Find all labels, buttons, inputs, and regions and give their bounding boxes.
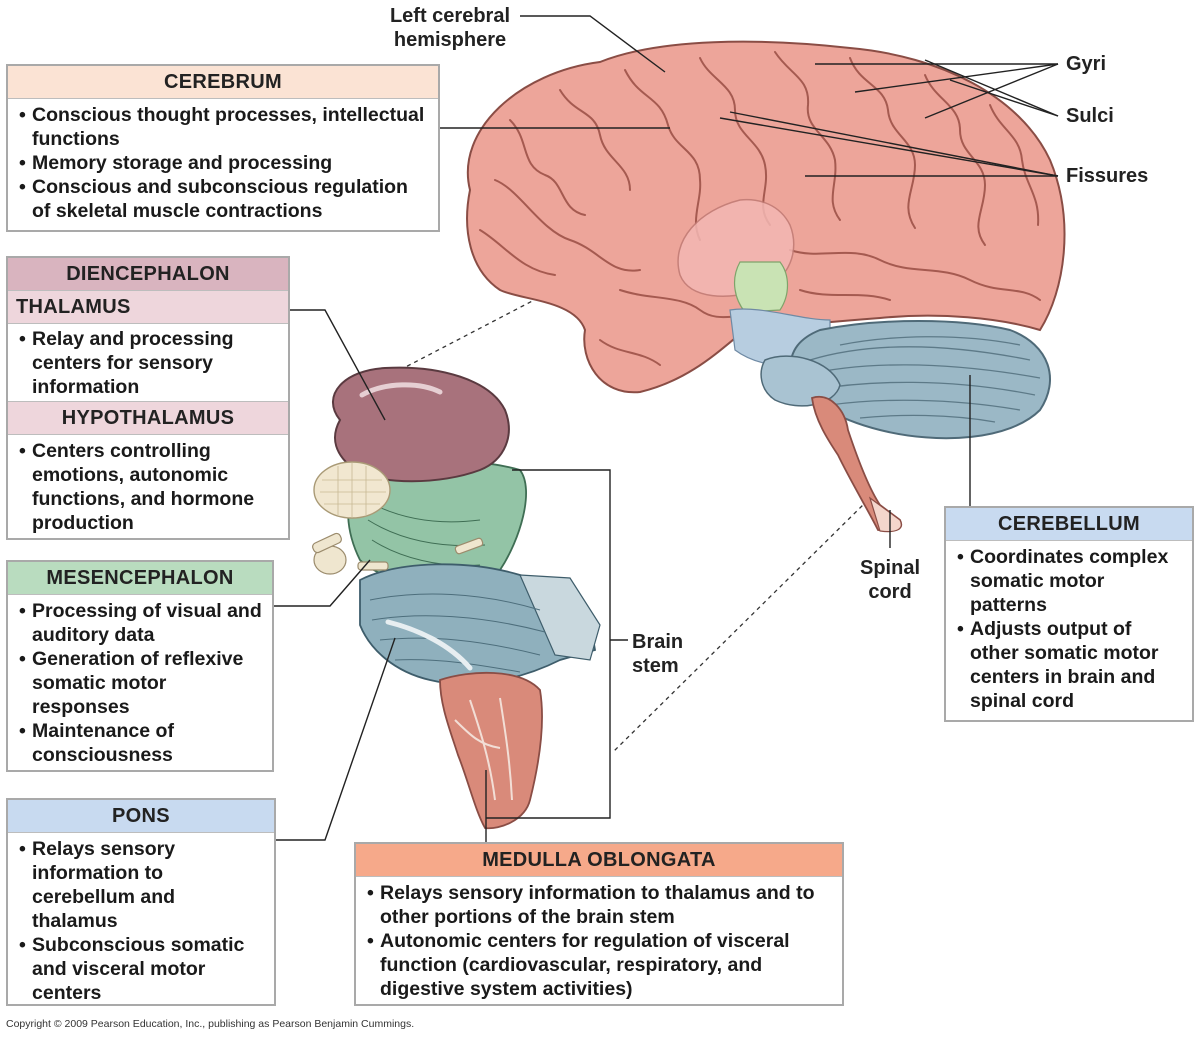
diencephalon-box: DIENCEPHALON THALAMUS Relay and processi…: [6, 256, 290, 540]
list-item: Adjusts output of other somatic motor ce…: [952, 617, 1184, 713]
list-item: Generation of reflexive somatic motor re…: [14, 647, 264, 719]
cerebrum-list: Conscious thought processes, intellectua…: [8, 99, 438, 227]
cerebellum-list: Coordinates complex somatic motor patter…: [946, 541, 1192, 717]
pons-title: PONS: [8, 800, 274, 833]
medulla-list: Relays sensory information to thalamus a…: [356, 877, 842, 1005]
fissures-label: Fissures: [1066, 165, 1149, 187]
list-item: Processing of visual and auditory data: [14, 599, 264, 647]
medulla-oblongata-box: MEDULLA OBLONGATA Relays sensory informa…: [354, 842, 844, 1006]
list-item: Maintenance of consciousness: [14, 719, 264, 767]
gyri-label: Gyri: [1066, 53, 1107, 75]
list-item: Subconscious somatic and visceral motor …: [14, 933, 266, 1005]
spinal-cord-label: Spinal cord: [859, 557, 920, 603]
list-item: Conscious and subconscious regulation of…: [14, 175, 430, 223]
pons-list: Relays sensory information to cerebellum…: [8, 833, 274, 1009]
copyright-text: Copyright © 2009 Pearson Education, Inc.…: [6, 1018, 414, 1030]
list-item: Conscious thought processes, intellectua…: [14, 103, 430, 151]
list-item: Coordinates complex somatic motor patter…: [952, 545, 1184, 617]
mesencephalon-box: MESENCEPHALON Processing of visual and a…: [6, 560, 274, 772]
cerebrum-box: CEREBRUM Conscious thought processes, in…: [6, 64, 440, 232]
left-cerebral-hemisphere-label: Left cerebral hemisphere: [389, 5, 511, 51]
list-item: Relays sensory information to cerebellum…: [14, 837, 266, 933]
medulla-oblongata-title: MEDULLA OBLONGATA: [356, 844, 842, 877]
cerebellum-drawing: [760, 320, 1051, 440]
brainstem-drawing: [312, 366, 601, 830]
cerebellum-box: CEREBELLUM Coordinates complex somatic m…: [944, 506, 1194, 722]
mesencephalon-title: MESENCEPHALON: [8, 562, 272, 595]
dashed-guide-lines: [395, 271, 869, 753]
hypothalamus-title: HYPOTHALAMUS: [8, 401, 288, 435]
list-item: Relays sensory information to thalamus a…: [362, 881, 834, 929]
cerebrum-title: CEREBRUM: [8, 66, 438, 99]
mesencephalon-list: Processing of visual and auditory data G…: [8, 595, 272, 771]
list-item: Autonomic centers for regulation of visc…: [362, 929, 834, 1001]
pons-box: PONS Relays sensory information to cereb…: [6, 798, 276, 1006]
thalamus-title: THALAMUS: [8, 291, 288, 324]
cerebellum-title: CEREBELLUM: [946, 508, 1192, 541]
hypothalamus-list: Centers controlling emotions, autonomic …: [8, 435, 288, 539]
leader-lines: [272, 15, 1059, 842]
sulci-label: Sulci: [1066, 105, 1114, 127]
spinal-cord-drawing: [811, 395, 903, 533]
list-item: Memory storage and processing: [14, 151, 430, 175]
diencephalon-title: DIENCEPHALON: [8, 258, 288, 291]
brain-stem-label: Brain stem: [632, 631, 684, 677]
list-item: Centers controlling emotions, autonomic …: [14, 439, 280, 535]
thalamus-list: Relay and processing centers for sensory…: [8, 324, 288, 401]
list-item: Relay and processing centers for sensory…: [14, 327, 280, 399]
